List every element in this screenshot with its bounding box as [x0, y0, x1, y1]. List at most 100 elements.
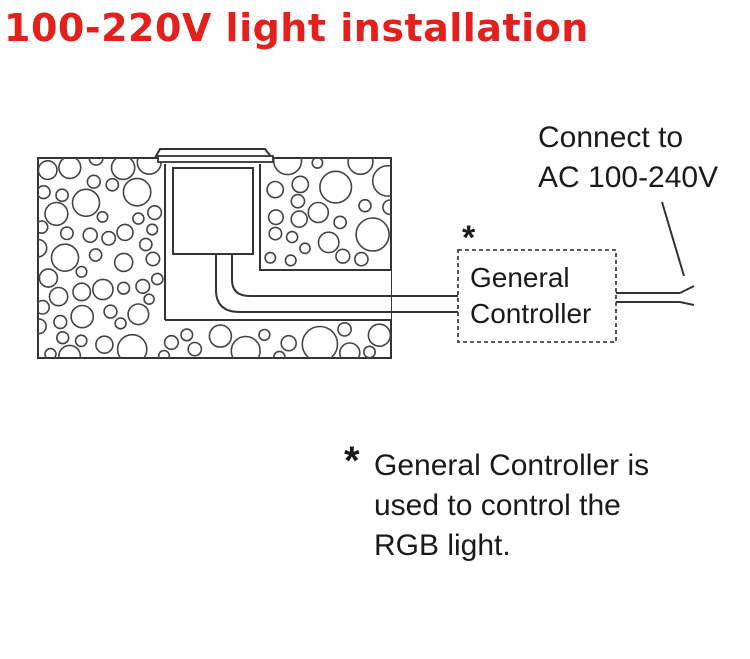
- aggregate-circle: [110, 158, 136, 181]
- aggregate-circle: [38, 220, 49, 234]
- aggregate-circle: [311, 158, 324, 169]
- aggregate-circle: [267, 209, 285, 226]
- aggregate-circle: [75, 265, 88, 278]
- power-label-line2: AC 100-240V: [538, 161, 719, 194]
- aggregate-circle: [180, 328, 194, 342]
- aggregate-circle: [230, 335, 261, 358]
- aggregate-circle: [38, 299, 50, 315]
- aggregate-circle: [280, 334, 298, 352]
- diagram-title: 100-220V light installation: [4, 6, 589, 50]
- aggregate-circle: [335, 248, 351, 264]
- aggregate-circle: [367, 323, 391, 347]
- aggregate-circle: [74, 334, 88, 348]
- power-cable: [616, 285, 695, 306]
- aggregate-circle: [103, 304, 118, 319]
- aggregate-circle: [116, 223, 134, 242]
- aggregate-circle: [72, 282, 92, 302]
- aggregate-circle: [96, 210, 109, 223]
- aggregate-circle: [53, 314, 68, 330]
- aggregate-circle: [95, 335, 114, 355]
- footnote-text: General Controller is used to control th…: [374, 446, 649, 566]
- aggregate-circle: [44, 201, 69, 227]
- controller-asterisk: *: [462, 219, 476, 257]
- aggregate-circle: [284, 254, 297, 267]
- aggregate-circle: [127, 303, 150, 326]
- lamp-fixture: [153, 148, 275, 255]
- aggregate-circle: [55, 331, 70, 345]
- aggregate-circle: [273, 350, 286, 358]
- aggregate-circle: [147, 205, 163, 221]
- aggregate-circle: [146, 223, 159, 236]
- aggregate-circle: [48, 286, 69, 307]
- power-label-line1: Connect to: [538, 121, 684, 154]
- aggregate-circle: [187, 341, 203, 357]
- aggregate-circle: [101, 230, 117, 246]
- controller-label-line1: General: [470, 262, 570, 293]
- aggregate-circle: [258, 328, 271, 342]
- aggregate-circle: [116, 281, 131, 295]
- aggregate-circle: [371, 164, 391, 197]
- aggregate-circle: [135, 278, 151, 295]
- aggregate-circle: [114, 317, 127, 330]
- aggregate-circle: [317, 231, 340, 254]
- aggregate-circle: [138, 237, 153, 252]
- aggregate-circle: [105, 177, 120, 192]
- aggregate-circle: [291, 175, 310, 194]
- lamp-cable: [215, 254, 458, 313]
- aggregate-circle: [299, 242, 311, 255]
- aggregate-circle: [38, 238, 48, 258]
- aggregate-circle: [38, 185, 51, 200]
- aggregate-circle: [38, 318, 47, 335]
- aggregate-circle: [92, 278, 114, 301]
- aggregate-circle: [353, 251, 369, 267]
- footnote-line2: used to control the: [374, 489, 621, 522]
- controller-label: General Controller: [470, 260, 591, 332]
- power-label: Connect to AC 100-240V: [538, 118, 718, 198]
- aggregate-circle: [307, 201, 330, 224]
- aggregate-circle: [58, 344, 82, 358]
- aggregate-circle: [319, 170, 353, 204]
- aggregate-circle: [290, 193, 306, 209]
- aggregate-circle: [122, 177, 152, 207]
- aggregate-circle: [71, 188, 101, 218]
- aggregate-circle: [86, 174, 102, 189]
- aggregate-circle: [88, 158, 104, 166]
- aggregate-circle: [116, 333, 148, 358]
- power-label-leader: [661, 201, 685, 277]
- aggregate-circle: [301, 325, 339, 358]
- aggregate-circle: [82, 227, 98, 243]
- aggregate-circle: [208, 324, 233, 348]
- aggregate-circle: [58, 158, 82, 180]
- footnote-line3: RGB light.: [374, 529, 511, 562]
- aggregate-circle: [70, 304, 95, 329]
- aggregate-circle: [285, 230, 299, 244]
- aggregate-circle: [355, 217, 390, 252]
- aggregate-circle: [333, 215, 347, 230]
- aggregate-circle: [59, 226, 74, 241]
- aggregate-circle: [88, 248, 103, 262]
- aggregate-circle: [38, 268, 59, 288]
- general-controller-box: [457, 249, 617, 343]
- aggregate-circle: [337, 321, 352, 337]
- aggregate-circle: [358, 198, 372, 213]
- controller-label-line2: Controller: [470, 298, 592, 329]
- aggregate-circle: [268, 226, 283, 241]
- aggregate-circle: [266, 180, 285, 199]
- aggregate-circle: [157, 349, 171, 358]
- aggregate-circle: [44, 347, 57, 358]
- footnote-asterisk: *: [344, 439, 360, 483]
- aggregate-circle: [382, 199, 391, 216]
- aggregate-circle: [50, 243, 80, 273]
- aggregate-circle: [143, 293, 155, 306]
- aggregate-circle: [145, 251, 161, 267]
- aggregate-circle: [363, 345, 376, 358]
- aggregate-circle: [113, 252, 134, 273]
- footnote-line1: General Controller is: [374, 449, 650, 482]
- aggregate-circle: [163, 334, 179, 351]
- aggregate-circle: [264, 251, 277, 264]
- aggregate-circle: [38, 160, 58, 181]
- aggregate-circle: [132, 212, 145, 225]
- aggregate-circle: [55, 188, 69, 203]
- aggregate-circle: [339, 342, 361, 358]
